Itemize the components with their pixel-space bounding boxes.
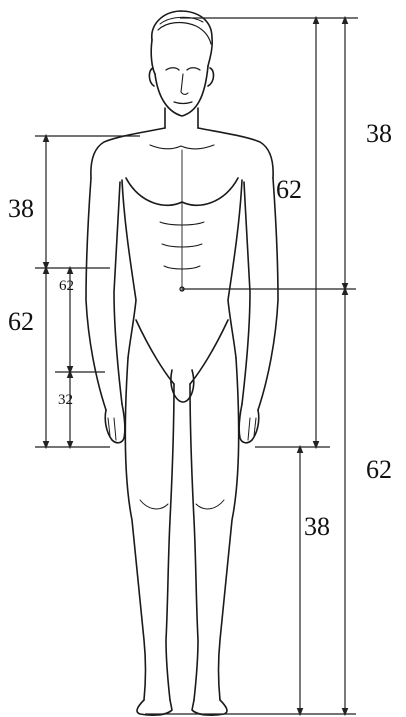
label-62-small: 62: [59, 278, 74, 294]
label-32-small: 32: [58, 392, 73, 408]
label-38-upper-right: 38: [366, 119, 392, 148]
human-figure-illustration: [86, 11, 278, 715]
label-62-left: 62: [8, 307, 34, 336]
label-38-lower-right: 38: [304, 512, 330, 541]
label-62-upper-right: 62: [276, 175, 302, 204]
label-62-lower-right: 62: [366, 455, 392, 484]
label-38-left: 38: [8, 194, 34, 223]
